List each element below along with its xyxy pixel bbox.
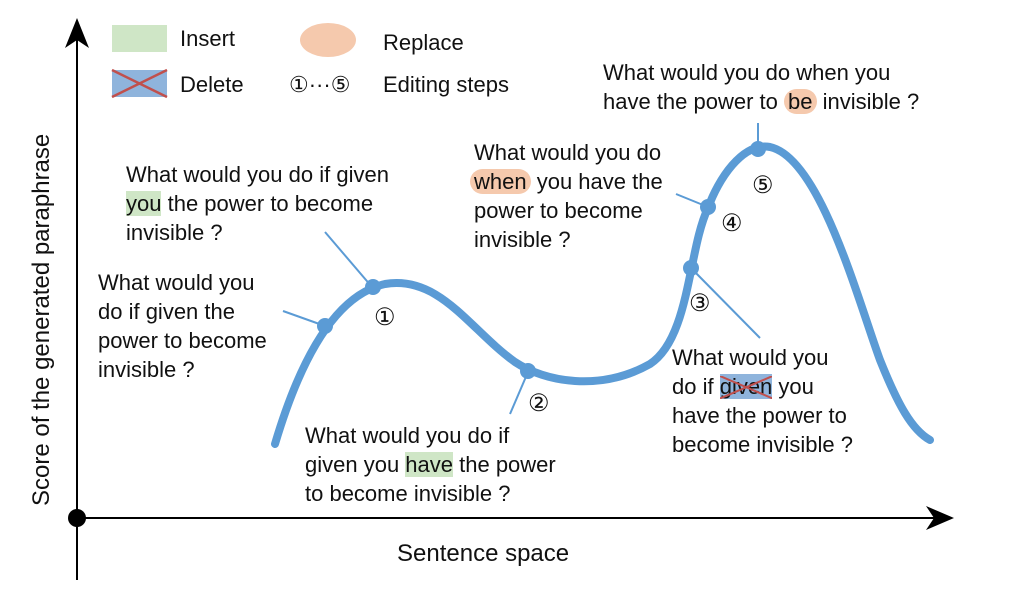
sentence-1-line-2: you the power to become [126, 189, 373, 218]
x-axis-label: Sentence space [397, 540, 570, 567]
sentence-start-line-2: do if given the [98, 299, 235, 324]
sentence-4-line-3: power to become [474, 198, 643, 223]
pointer-line-1 [324, 231, 373, 288]
legend-insert-swatch [112, 25, 167, 52]
sentence-3-line-3: have the power to [672, 403, 847, 428]
pointer-line-2 [509, 371, 529, 415]
sentence-2-line-1: What would you do if [305, 423, 510, 448]
legend-delete-label: Delete [180, 72, 244, 97]
legend-replace-swatch [300, 23, 356, 57]
y-axis-arrowhead [65, 18, 89, 48]
sentence-5-line-2: have the power to be invisible ? [603, 87, 919, 116]
sentence-2-line-2-post: the power [453, 452, 556, 477]
step-dot-3 [683, 260, 699, 276]
y-axis-label: Score of the generated paraphrase [28, 133, 55, 506]
sentence-start-line-4: invisible ? [98, 357, 195, 382]
replaced-word: when [470, 169, 531, 194]
score-curve [271, 142, 934, 448]
sentence-3-line-1: What would you [672, 345, 829, 370]
step-number-1: ① [374, 304, 396, 331]
sentence-start-line-1: What would you [98, 270, 255, 295]
step-dot-5 [750, 141, 766, 157]
sentence-4-line-2: when you have the [470, 167, 663, 196]
step-dot-1 [365, 279, 381, 295]
sentence-2-line-2-pre: given you [305, 452, 406, 477]
sentence-4-line-2-post: you have the [530, 169, 663, 194]
sentence-2-line-2: given you have the power [305, 450, 556, 479]
legend-steps-label: Editing steps [383, 72, 509, 97]
origin-dot [68, 509, 86, 527]
sentence-2-line-3: to become invisible ? [305, 481, 511, 506]
sentence-5-line-2-pre: have the power to [603, 89, 785, 114]
sentence-5-line-1: What would you do when you [603, 60, 891, 85]
legend-steps-symbol: ①···⑤ [289, 72, 351, 97]
pointer-line-3 [690, 267, 761, 339]
legend-replace-label: Replace [383, 30, 464, 55]
replaced-word: be [784, 89, 817, 114]
step-dot-4 [700, 199, 716, 215]
sentence-4-line-1: What would you do [474, 140, 662, 165]
sentence-start-line-3: power to become [98, 328, 267, 353]
sentence-1-line-1: What would you do if given [126, 162, 389, 187]
sentence-3-line-2: do if given you [672, 372, 814, 401]
step-dot-start [317, 318, 333, 334]
delete-cross-icon [720, 376, 773, 399]
inserted-word: have [405, 452, 454, 477]
step-number-4: ④ [721, 210, 743, 237]
legend-insert-label: Insert [180, 26, 236, 51]
deleted-word: given [719, 374, 773, 399]
step-number-5: ⑤ [752, 172, 774, 199]
sentence-3-line-2-pre: do if [672, 374, 720, 399]
sentence-5-line-2-post: invisible ? [816, 89, 920, 114]
sentence-1-line-2-rest: the power to become [161, 191, 374, 216]
sentence-3-line-2-post: you [772, 374, 814, 399]
step-dot-2 [520, 363, 536, 379]
sentence-1-line-3: invisible ? [126, 220, 223, 245]
x-axis-arrowhead [926, 506, 954, 530]
sentence-3-line-4: become invisible ? [672, 432, 853, 457]
sentence-4-line-4: invisible ? [474, 227, 571, 252]
step-number-3: ③ [689, 290, 711, 317]
inserted-word: you [126, 191, 162, 216]
step-number-2: ② [528, 390, 550, 417]
legend-delete-cross-2 [111, 68, 168, 99]
